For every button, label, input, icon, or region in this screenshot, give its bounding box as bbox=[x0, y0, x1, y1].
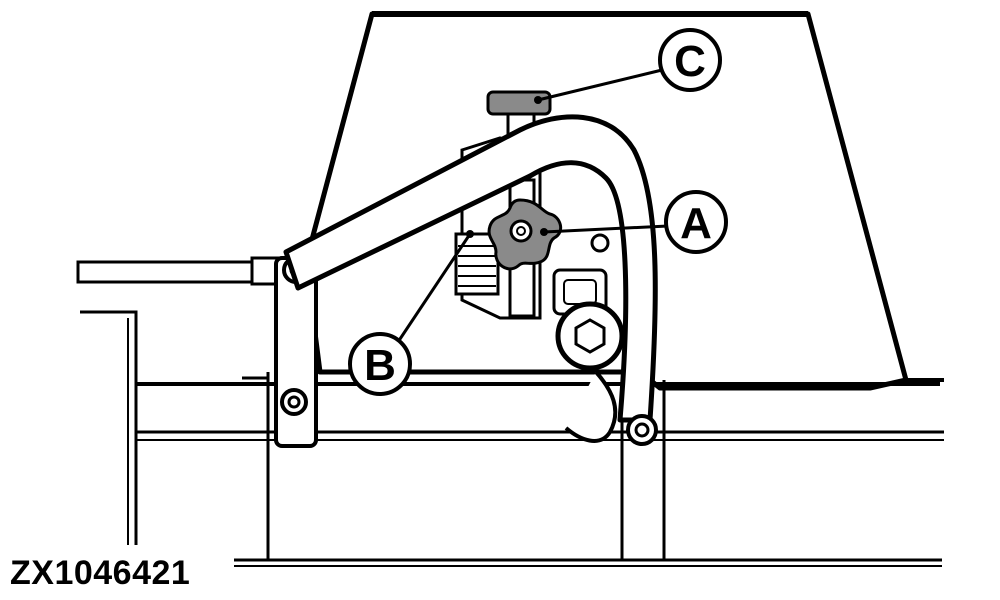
curved-arm bbox=[283, 114, 658, 446]
callout-b: B bbox=[348, 332, 412, 396]
star-knob bbox=[487, 198, 563, 271]
callout-b-label: B bbox=[364, 341, 396, 390]
callout-c-label: C bbox=[674, 37, 706, 86]
callout-a-label: A bbox=[680, 199, 712, 248]
leader-dots bbox=[466, 96, 548, 238]
frame bbox=[80, 310, 944, 567]
callout-a: A bbox=[664, 190, 728, 254]
hex-nut bbox=[555, 301, 625, 371]
callout-c: C bbox=[658, 28, 722, 92]
figure-id: ZX1046421 bbox=[10, 554, 191, 592]
rod bbox=[76, 256, 282, 286]
leader-lines bbox=[396, 68, 669, 343]
